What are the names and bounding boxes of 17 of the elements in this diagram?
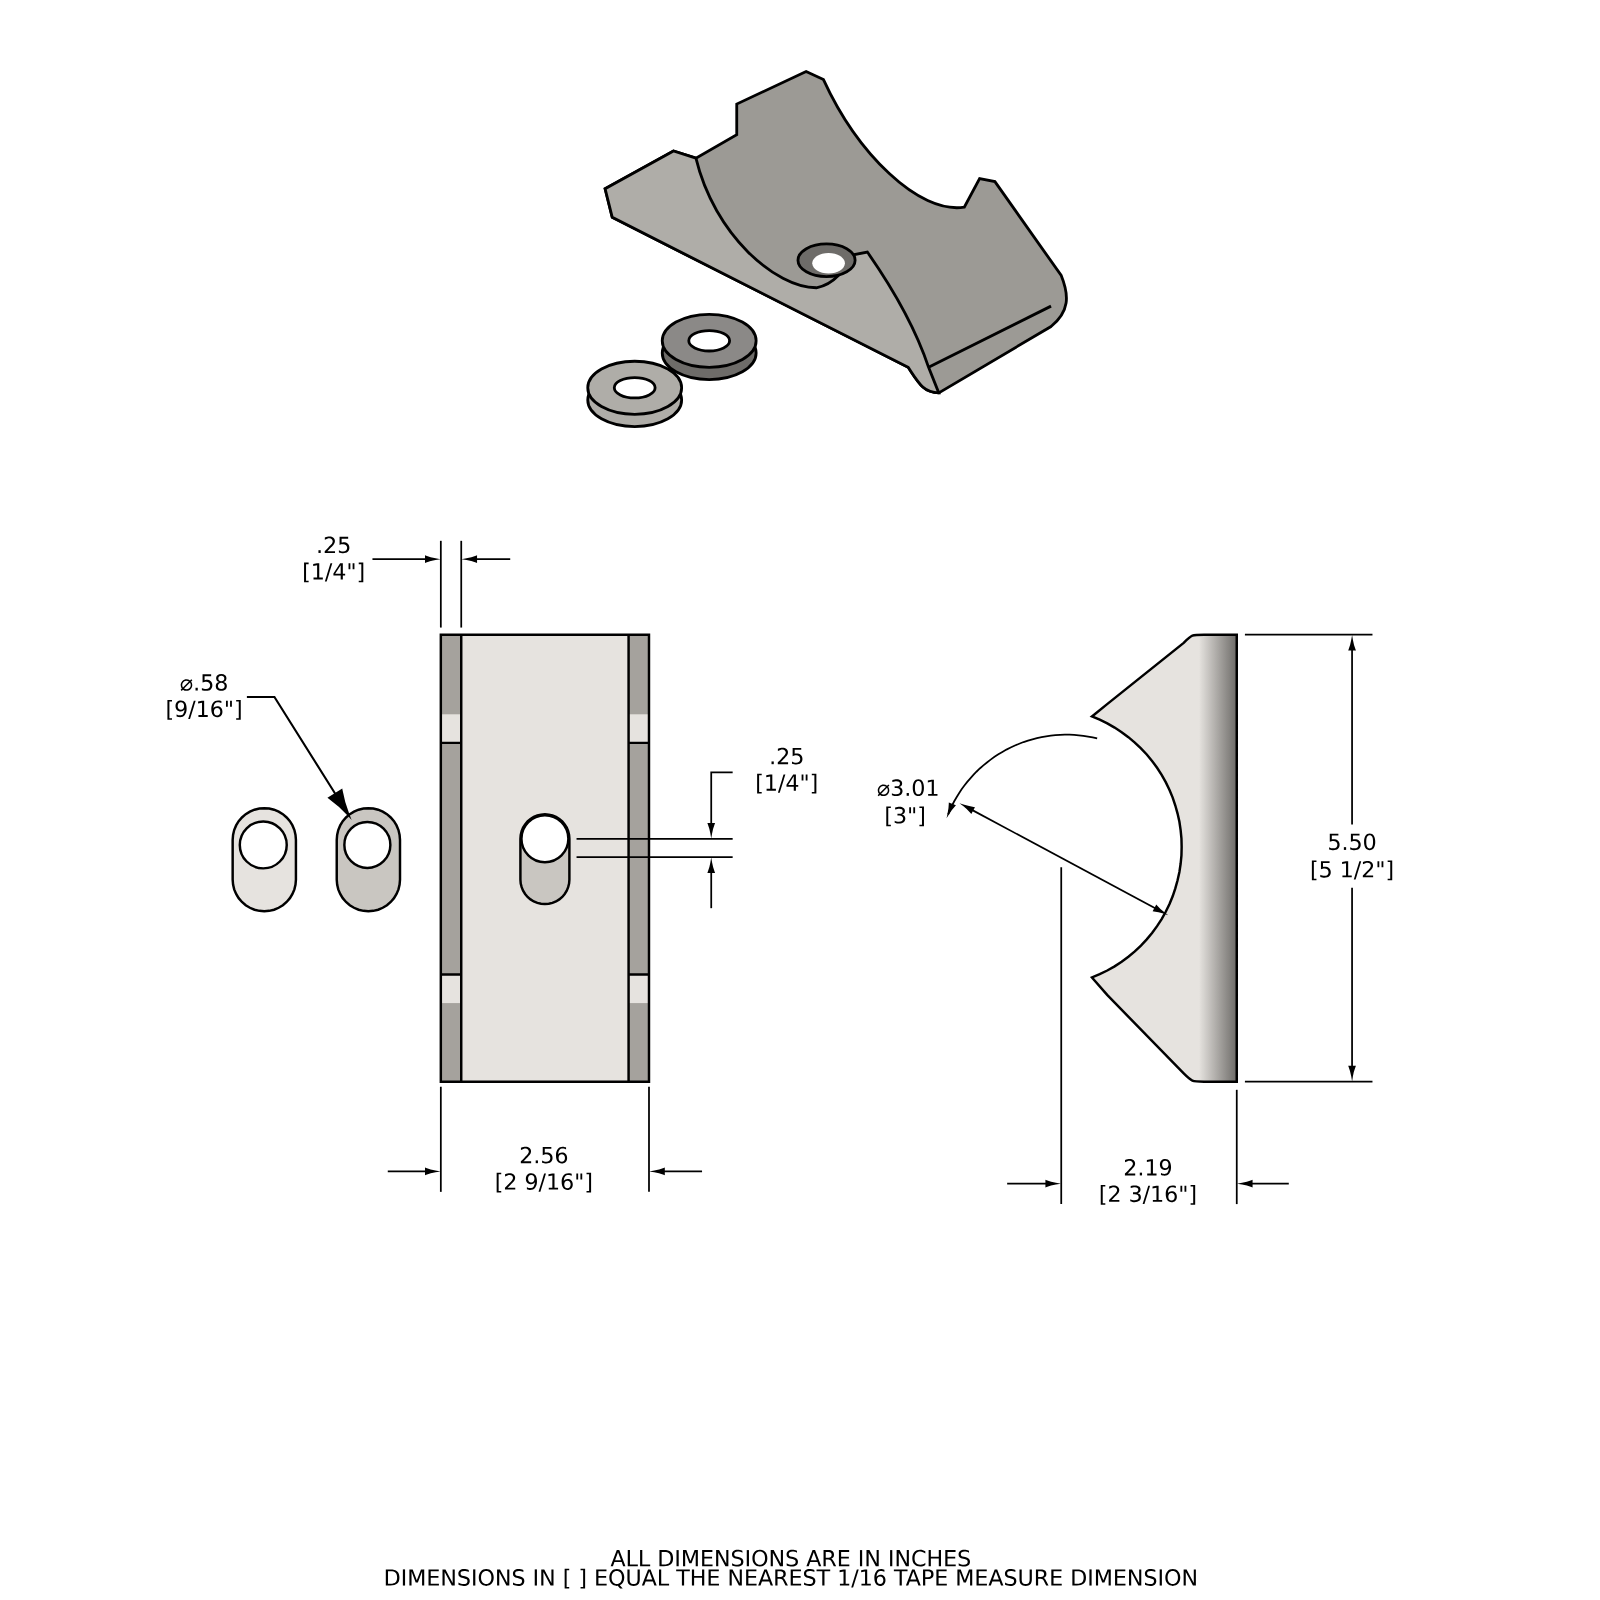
note-text: ALL DIMENSIONS ARE IN INCHES — [610, 1549, 970, 1567]
hole — [343, 820, 392, 870]
dimension-text: 2.56 — [520, 1146, 568, 1164]
dimension-text: [3"] — [886, 806, 924, 827]
dimension-text: [2 9/16"] — [496, 1172, 592, 1193]
dimension-text: 2.19 — [1124, 1159, 1172, 1176]
dimension-text: ⌀3.01 — [877, 779, 938, 797]
dimension-text: [5 1/2"] — [1311, 860, 1393, 881]
dimension-text: .25 — [771, 747, 803, 765]
dimension-text: [2 3/16"] — [1100, 1185, 1196, 1205]
dimension-text: .25 — [318, 536, 350, 554]
dimension-text: ⌀.58 [9/16"] — [167, 674, 241, 720]
dimension-text: 5.50 — [1329, 833, 1376, 851]
note-text: DIMENSIONS IN [ ] EQUAL THE NEAREST 1/16 TAPE MEASURE DIMENSION — [385, 1568, 1196, 1589]
leader-line — [246, 695, 350, 817]
dimension-text: [1/4"] — [304, 562, 364, 583]
dimension-text: [1/4"] — [757, 773, 817, 794]
